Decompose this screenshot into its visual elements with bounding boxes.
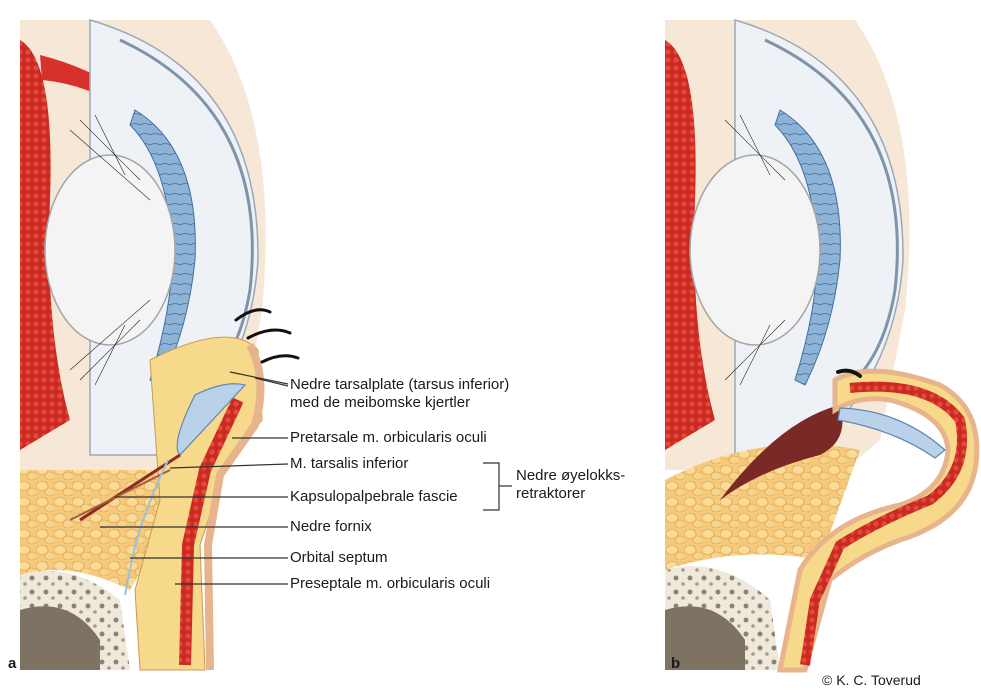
copyright-credit: © K. C. Toverud — [822, 672, 921, 688]
label-tarsalis-inferior: M. tarsalis inferior — [290, 455, 408, 473]
lens — [45, 155, 175, 345]
label-tarsal-plate: Nedre tarsalplate (tarsus inferior) med … — [290, 376, 509, 412]
label-retractors-line1: Nedre øyelokks- — [516, 467, 625, 485]
label-capsulopalpebral: Kapsulopalpebrale fascie — [290, 488, 458, 506]
label-pretarsal: Pretarsale m. orbicularis oculi — [290, 429, 487, 447]
label-orbital-septum: Orbital septum — [290, 549, 388, 567]
label-preseptal: Preseptale m. orbicularis oculi — [290, 575, 490, 593]
panel-a-illustration — [20, 20, 298, 670]
label-tarsal-plate-line2: med de meibomske kjertler — [290, 394, 509, 412]
panel-letter-a: a — [8, 655, 16, 672]
panel-letter-b: b — [671, 655, 680, 672]
label-retractors-line2: retraktorer — [516, 485, 625, 503]
label-lower-fornix: Nedre fornix — [290, 518, 372, 536]
panel-b-illustration — [665, 20, 977, 670]
label-tarsal-plate-line1: Nedre tarsalplate (tarsus inferior) — [290, 376, 509, 394]
label-retractors: Nedre øyelokks- retraktorer — [516, 467, 625, 503]
